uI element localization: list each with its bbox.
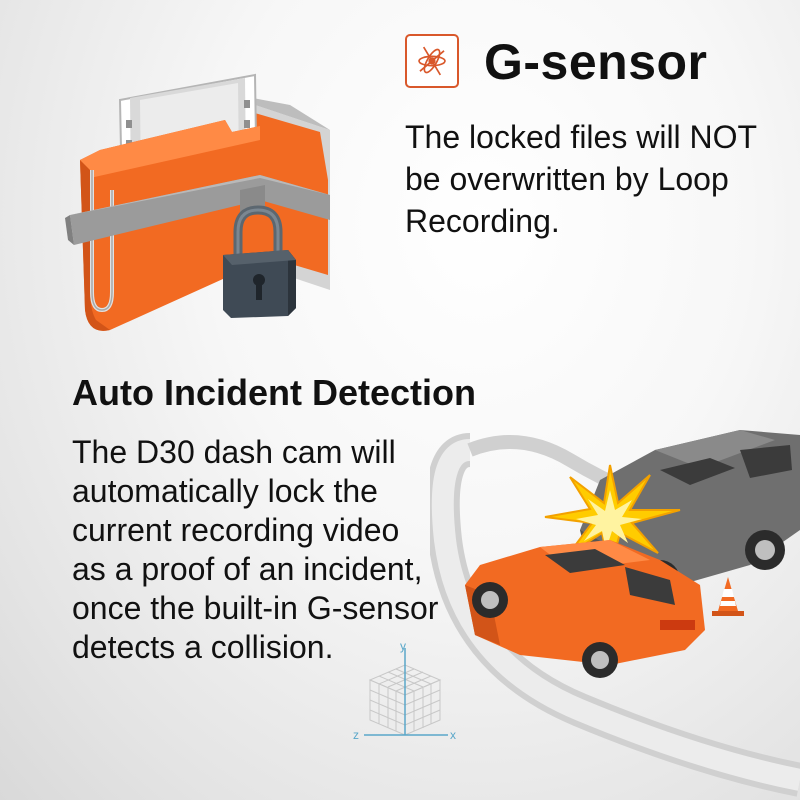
description-line: The D30 dash cam will bbox=[72, 434, 396, 470]
axis-label-y: y bbox=[400, 640, 406, 653]
description-line: automatically lock the bbox=[72, 473, 378, 509]
description-line: current recording video bbox=[72, 512, 400, 548]
auto-incident-title: Auto Incident Detection bbox=[72, 372, 476, 413]
g-sensor-title: G-sensor bbox=[484, 34, 708, 90]
g-sensor-description: The locked files will NOT be overwritten… bbox=[405, 119, 757, 239]
orange-car-illustration bbox=[465, 540, 705, 678]
three-axis-cube-icon: y x z bbox=[353, 640, 456, 740]
description-line: once the built-in G-sensor bbox=[72, 590, 439, 626]
description-line: as a proof of an incident, bbox=[72, 551, 423, 587]
traffic-cone-icon bbox=[712, 577, 744, 616]
gyroscope-icon bbox=[405, 34, 459, 88]
description-line: detects a collision. bbox=[72, 629, 334, 665]
auto-incident-description: The D30 dash cam will automatically lock… bbox=[72, 433, 452, 667]
axis-label-z: z bbox=[353, 728, 359, 740]
axis-label-x: x bbox=[450, 728, 456, 740]
locked-folder-illustration bbox=[65, 73, 330, 331]
